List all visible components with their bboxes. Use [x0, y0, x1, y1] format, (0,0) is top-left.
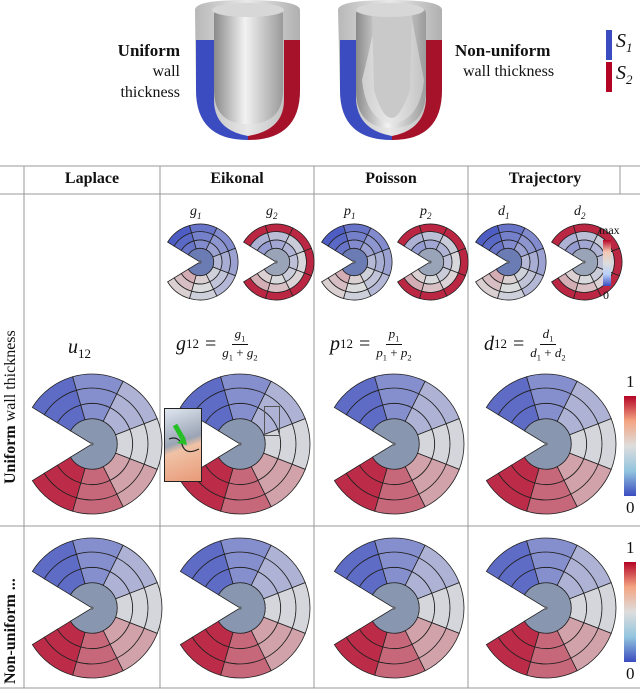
cavity: [187, 247, 215, 277]
nonuniform-disk-eikonal: [179, 537, 311, 679]
cavity: [371, 418, 420, 470]
small-colorbar-max: max: [599, 223, 620, 237]
segment: [397, 277, 423, 300]
cavity: [69, 582, 118, 634]
segment: [31, 636, 78, 676]
col-header-poisson: Poisson: [365, 170, 417, 187]
segment: [374, 250, 385, 274]
segment: [333, 472, 380, 512]
label-p1: p1: [344, 204, 356, 221]
segment: [551, 277, 577, 300]
cavity: [263, 247, 291, 277]
cavity: [495, 247, 523, 277]
uniform-disk-laplace: [31, 373, 163, 515]
uniform-colorbar-max: 1: [626, 372, 635, 391]
segment: [277, 423, 297, 465]
s2-label: S2: [616, 62, 633, 87]
s2-swatch: [606, 62, 612, 92]
label-p2: p2: [420, 204, 432, 221]
segment: [485, 472, 532, 512]
nonuniform-top-label: Non-uniform wall thickness: [455, 41, 555, 80]
segment: [583, 587, 603, 629]
cavity: [217, 418, 266, 470]
nonuniform-ventricle-figure: [338, 0, 442, 140]
uniform-top-label: Uniform wall thickness: [117, 41, 180, 101]
col-header-laplace: Laplace: [64, 170, 120, 187]
small-colorbar: [603, 240, 611, 286]
label-d2: d2: [574, 204, 586, 221]
segment: [179, 636, 226, 676]
top-illustration: [195, 0, 612, 140]
col-header-trajectory: Trajectory: [508, 170, 582, 187]
segment: [475, 277, 501, 300]
segment: [243, 277, 269, 300]
segment: [167, 277, 193, 300]
cavity: [69, 418, 118, 470]
nonuniform-disk-trajectory: [485, 537, 617, 679]
cavity: [217, 582, 266, 634]
segment: [333, 636, 380, 676]
nonuniform-colorbar-max: 1: [626, 538, 635, 557]
small-disk-p1: [321, 223, 393, 301]
cavity: [523, 418, 572, 470]
segment: [431, 423, 451, 465]
uniform-ventricle-figure: [195, 0, 300, 140]
uniform-disk-poisson: [333, 373, 465, 515]
label-g2: g2: [266, 204, 278, 221]
zoom-region-marker: [264, 406, 280, 436]
small-disk-d1: [475, 223, 547, 301]
segment: [129, 423, 149, 465]
segment: [296, 250, 307, 274]
formula-laplace: u12: [68, 336, 91, 361]
segment: [528, 250, 539, 274]
segment: [129, 587, 149, 629]
nonuniform-colorbar-min: 0: [626, 664, 635, 683]
label-d1: d1: [498, 204, 510, 221]
cavity: [571, 247, 599, 277]
uniform-colorbar: [624, 396, 636, 496]
small-disk-g2: [243, 223, 315, 301]
segment: [220, 250, 231, 274]
col-header-eikonal: Eikonal: [210, 170, 264, 187]
s1-swatch: [606, 30, 612, 60]
nonuniform-disk-laplace: [31, 537, 163, 679]
uniform-disk-trajectory: [485, 373, 617, 515]
cavity: [417, 247, 445, 277]
cavity: [341, 247, 369, 277]
uniform-disk-eikonal: [179, 373, 311, 515]
segment: [431, 587, 451, 629]
streamline-arrow-icon: [168, 423, 200, 453]
small-colorbar-min: 0: [603, 288, 609, 302]
small-disk-g1: [167, 223, 239, 301]
nonuniform-disk-poisson: [333, 537, 465, 679]
uniform-colorbar-min: 0: [626, 498, 635, 517]
segment: [583, 423, 603, 465]
cavity: [371, 582, 420, 634]
segment: [31, 472, 78, 512]
nonuniform-colorbar: [624, 562, 636, 662]
segment: [485, 636, 532, 676]
label-g1: g1: [190, 204, 202, 221]
segment: [277, 587, 297, 629]
cavity: [523, 582, 572, 634]
zoom-inset: [164, 408, 202, 482]
s1-label: S1: [616, 30, 633, 55]
segment: [450, 250, 461, 274]
small-disk-p2: [397, 223, 469, 301]
segment: [321, 277, 347, 300]
